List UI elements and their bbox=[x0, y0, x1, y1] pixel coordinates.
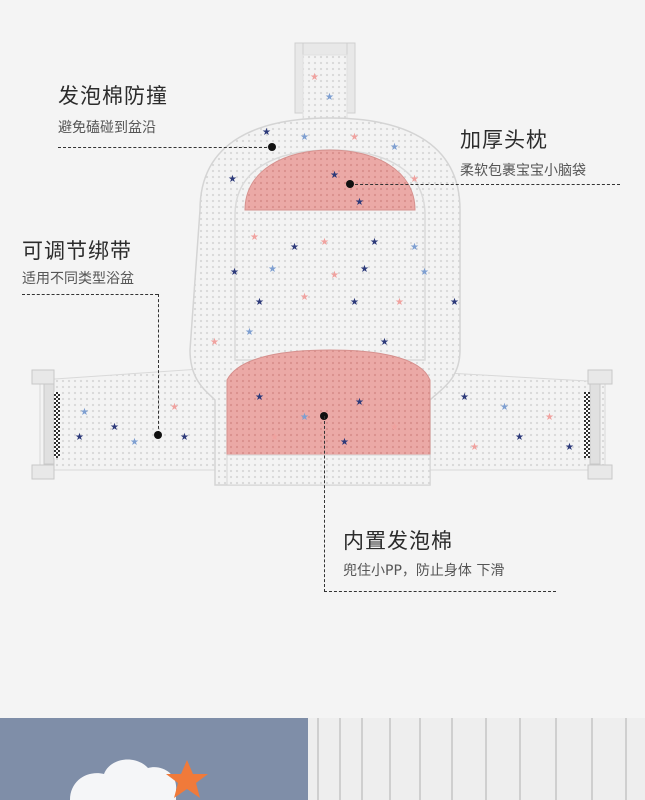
callout-adjustable-strap-subtitle: 适用不同类型浴盆 bbox=[22, 271, 134, 287]
seat-foam-pad bbox=[226, 349, 431, 456]
callout-adjustable-strap-line bbox=[22, 294, 158, 295]
headrest-pad bbox=[244, 149, 416, 211]
svg-text:★: ★ bbox=[410, 242, 419, 253]
svg-text:★: ★ bbox=[460, 392, 469, 403]
svg-text:★: ★ bbox=[255, 392, 264, 403]
svg-text:★: ★ bbox=[262, 127, 271, 138]
svg-text:★: ★ bbox=[450, 297, 459, 308]
svg-text:★: ★ bbox=[350, 297, 359, 308]
svg-text:★: ★ bbox=[390, 142, 399, 153]
svg-text:★: ★ bbox=[170, 402, 179, 413]
callout-foam-anti-collision-marker bbox=[268, 143, 276, 151]
cloud-decoration bbox=[70, 759, 177, 800]
svg-text:★: ★ bbox=[340, 437, 349, 448]
svg-text:★: ★ bbox=[330, 170, 339, 181]
callout-adjustable-strap-marker bbox=[154, 431, 162, 439]
svg-text:★: ★ bbox=[300, 412, 309, 423]
svg-text:★: ★ bbox=[180, 432, 189, 443]
next-section-photo bbox=[0, 718, 645, 800]
callout-thick-headrest-subtitle: 柔软包裹宝宝小脑袋 bbox=[460, 163, 586, 179]
callout-thick-headrest-marker bbox=[346, 180, 354, 188]
callout-thick-headrest-title: 加厚头枕 bbox=[460, 128, 548, 152]
svg-text:★: ★ bbox=[130, 437, 139, 448]
svg-text:★: ★ bbox=[300, 292, 309, 303]
callout-built-in-foam-vline bbox=[324, 416, 325, 592]
svg-text:★: ★ bbox=[395, 297, 404, 308]
side-strap-right bbox=[424, 369, 613, 480]
callout-built-in-foam-subtitle: 兜住小PP，防止身体 下滑 bbox=[343, 563, 505, 579]
svg-text:★: ★ bbox=[75, 432, 84, 443]
svg-text:★: ★ bbox=[320, 237, 329, 248]
callout-adjustable-strap-vline bbox=[158, 294, 159, 434]
callout-built-in-foam-title: 内置发泡棉 bbox=[343, 529, 453, 553]
svg-text:★: ★ bbox=[350, 132, 359, 143]
svg-text:★: ★ bbox=[230, 267, 239, 278]
svg-text:★: ★ bbox=[310, 72, 319, 83]
svg-text:★: ★ bbox=[110, 422, 119, 433]
callout-adjustable-strap-title: 可调节绑带 bbox=[22, 239, 132, 263]
svg-text:★: ★ bbox=[325, 92, 334, 103]
svg-text:★: ★ bbox=[410, 174, 419, 185]
svg-text:★: ★ bbox=[390, 422, 399, 433]
svg-text:★: ★ bbox=[565, 442, 574, 453]
top-hanger bbox=[294, 42, 356, 126]
svg-text:★: ★ bbox=[290, 242, 299, 253]
svg-text:★: ★ bbox=[330, 270, 339, 281]
callout-foam-anti-collision-subtitle: 避免磕碰到盆沿 bbox=[58, 120, 156, 136]
svg-text:★: ★ bbox=[545, 412, 554, 423]
svg-text:★: ★ bbox=[210, 337, 219, 348]
svg-text:★: ★ bbox=[500, 402, 509, 413]
svg-text:★: ★ bbox=[355, 197, 364, 208]
svg-text:★: ★ bbox=[515, 432, 524, 443]
callout-thick-headrest-line bbox=[350, 184, 620, 185]
svg-text:★: ★ bbox=[228, 174, 237, 185]
svg-text:★: ★ bbox=[300, 132, 309, 143]
svg-text:★: ★ bbox=[355, 397, 364, 408]
svg-text:★: ★ bbox=[255, 297, 264, 308]
orange-star-decoration bbox=[166, 760, 208, 798]
svg-text:★: ★ bbox=[360, 264, 369, 275]
svg-text:★: ★ bbox=[270, 432, 279, 443]
svg-text:★: ★ bbox=[80, 407, 89, 418]
callout-foam-anti-collision-title: 发泡棉防撞 bbox=[58, 84, 168, 108]
svg-text:★: ★ bbox=[470, 442, 479, 453]
svg-text:★: ★ bbox=[420, 267, 429, 278]
callout-foam-anti-collision-line bbox=[58, 147, 272, 148]
svg-text:★: ★ bbox=[250, 232, 259, 243]
svg-text:★: ★ bbox=[370, 237, 379, 248]
side-strap-left bbox=[31, 367, 223, 480]
svg-text:★: ★ bbox=[268, 264, 277, 275]
svg-text:★: ★ bbox=[245, 327, 254, 338]
star-print: ★ ★ ★ ★ ★ ★ ★ ★ ★ ★ ★ ★ ★ ★ ★ ★ ★ ★ ★ ★ ★ ★ ★ ★ ★ ★ ★… bbox=[75, 72, 574, 453]
callout-built-in-foam-line bbox=[324, 591, 556, 592]
svg-text:★: ★ bbox=[380, 337, 389, 348]
